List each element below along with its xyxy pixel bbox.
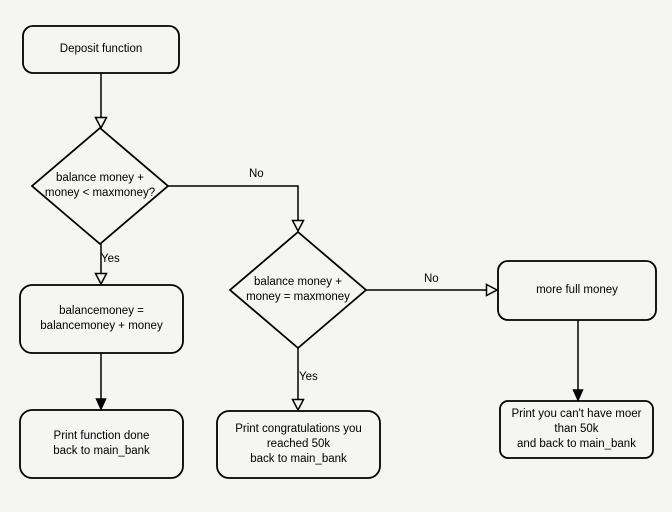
more-full-money-box (497, 260, 657, 321)
print-function-done-box (19, 409, 184, 479)
arrowhead-open-into-decision1-icon (94, 116, 108, 130)
arrowhead-solid-into-print-cant-icon (572, 389, 584, 402)
decision-balance-eq-max-diamond (228, 230, 368, 350)
arrowhead-open-into-congrats-icon (291, 398, 305, 412)
edge-decision1-no (168, 185, 299, 221)
arrowhead-open-into-assign-icon (94, 272, 108, 286)
deposit-function-box (22, 25, 180, 74)
decision-balance-lt-max-diamond (30, 126, 170, 246)
arrowhead-solid-into-print-done-icon (95, 398, 107, 411)
arrowhead-open-into-morefull-icon (485, 283, 499, 297)
print-cant-have-box (499, 400, 654, 459)
arrowhead-open-into-decision2-icon (291, 219, 305, 233)
print-congratulations-box (216, 410, 381, 479)
assign-balance-box (19, 284, 184, 354)
